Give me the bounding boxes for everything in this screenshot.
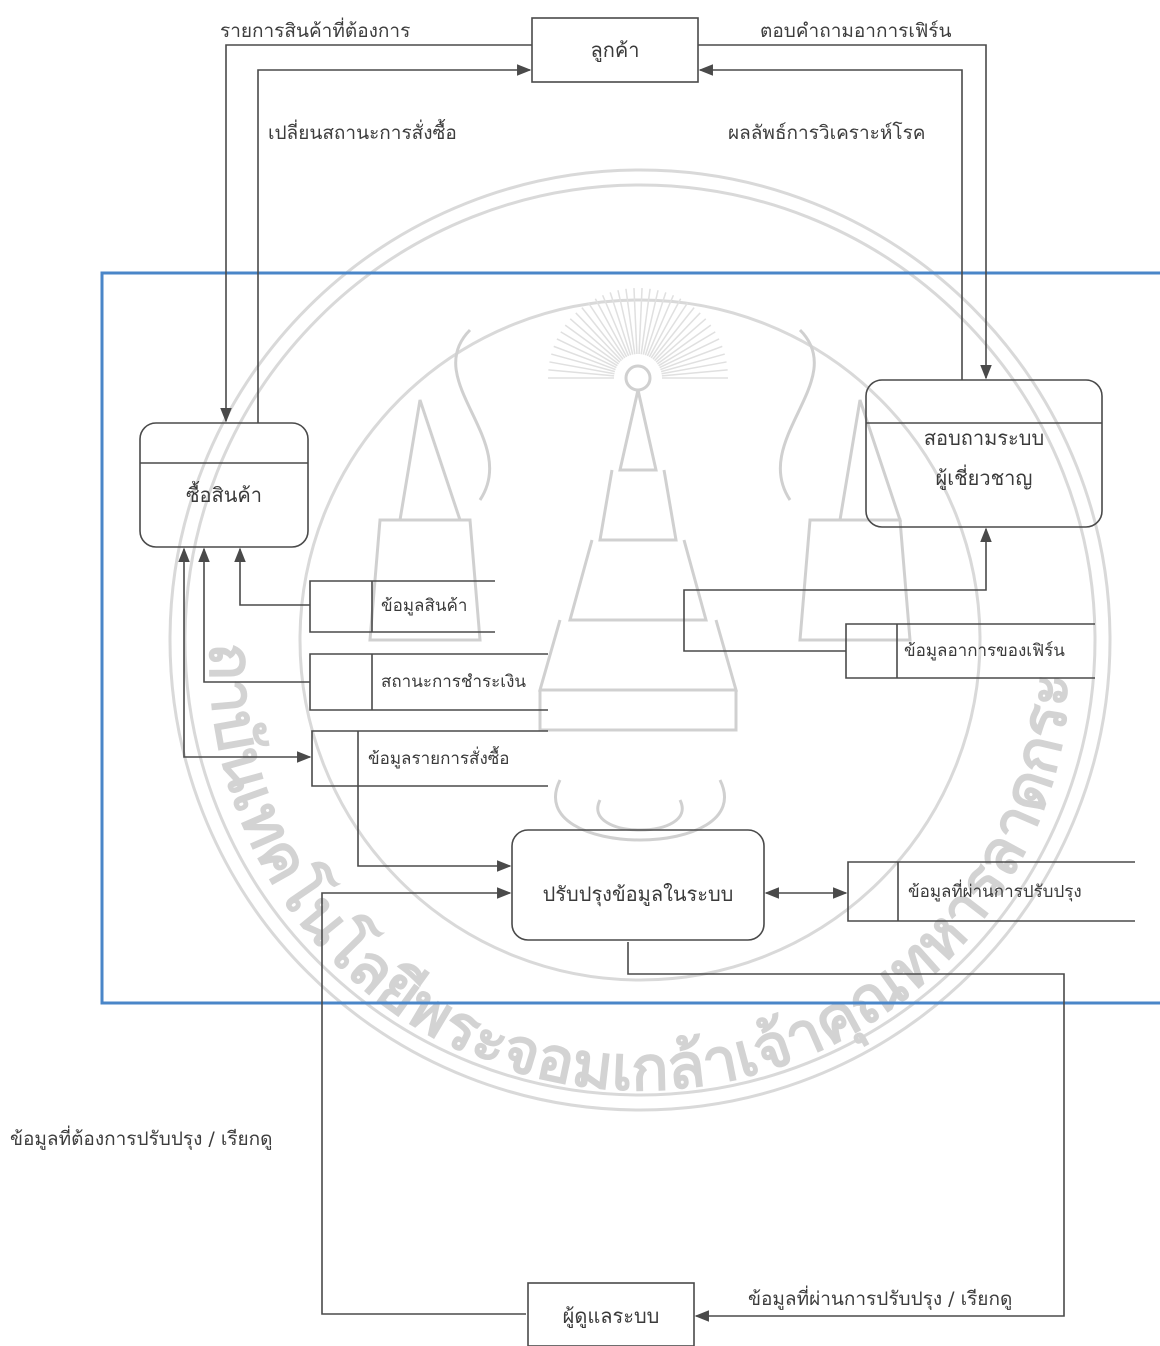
admin-entity-box	[527, 1282, 695, 1346]
store-payment-label: สถานะการชำระเงิน	[381, 672, 527, 692]
customer-entity-label: ลูกค้า	[590, 38, 640, 62]
expert-process-label-2: ผู้เชี่ยวชาญ	[935, 466, 1033, 490]
flow-label-update-result: ข้อมูลที่ผ่านการปรับปรุง / เรียกดู	[748, 1288, 1013, 1310]
flow-symptom-expert	[683, 527, 992, 652]
flow-label-update-request: ข้อมูลที่ต้องการปรับปรุง / เรียกดู	[10, 1128, 273, 1150]
store-product-label: ข้อมูลสินค้า	[381, 596, 468, 616]
flow-label-answer-symptom: ตอบคำถามอาการเฟิร์น	[760, 20, 952, 42]
system-boundary	[100, 271, 1160, 1005]
store-order	[311, 730, 548, 787]
flow-update-result	[627, 942, 1065, 1322]
flow-label-order-status: เปลี่ยนสถานะการสั่งซื้อ	[268, 122, 457, 144]
buy-process-box	[139, 422, 309, 548]
store-symptom-label: ข้อมูลอาการของเฟิร์น	[904, 641, 1065, 661]
flow-order-status	[257, 64, 532, 423]
flow-update-request	[321, 887, 526, 1315]
expert-process-label-1: สอบถามระบบ	[923, 426, 1045, 450]
flow-store-product-buy	[234, 547, 310, 606]
store-updated-label: ข้อมูลที่ผ่านการปรับปรุง	[908, 882, 1082, 902]
flow-order-update	[357, 786, 512, 872]
flow-label-diagnosis: ผลลัพธ์การวิเคราะห์โรค	[728, 122, 926, 144]
flow-product-list	[220, 44, 532, 423]
flow-diagnosis	[698, 64, 963, 380]
flow-label-product-list: รายการสินค้าที่ต้องการ	[220, 20, 411, 42]
flow-store-payment-buy	[198, 547, 310, 683]
update-process-box	[511, 829, 765, 941]
update-process-label: ปรับปรุงข้อมูลในระบบ	[542, 882, 734, 906]
expert-process-box	[865, 379, 1103, 528]
flow-answer-symptom	[698, 44, 992, 380]
flow-order-buy	[178, 547, 312, 763]
store-order-label: ข้อมูลรายการสั่งซื้อ	[368, 749, 510, 769]
store-updated	[847, 861, 1135, 922]
admin-entity-label: ผู้ดูแลระบบ	[562, 1304, 660, 1328]
customer-entity-box	[531, 17, 699, 83]
buy-process-label: ซื้อสินค้า	[185, 483, 263, 507]
